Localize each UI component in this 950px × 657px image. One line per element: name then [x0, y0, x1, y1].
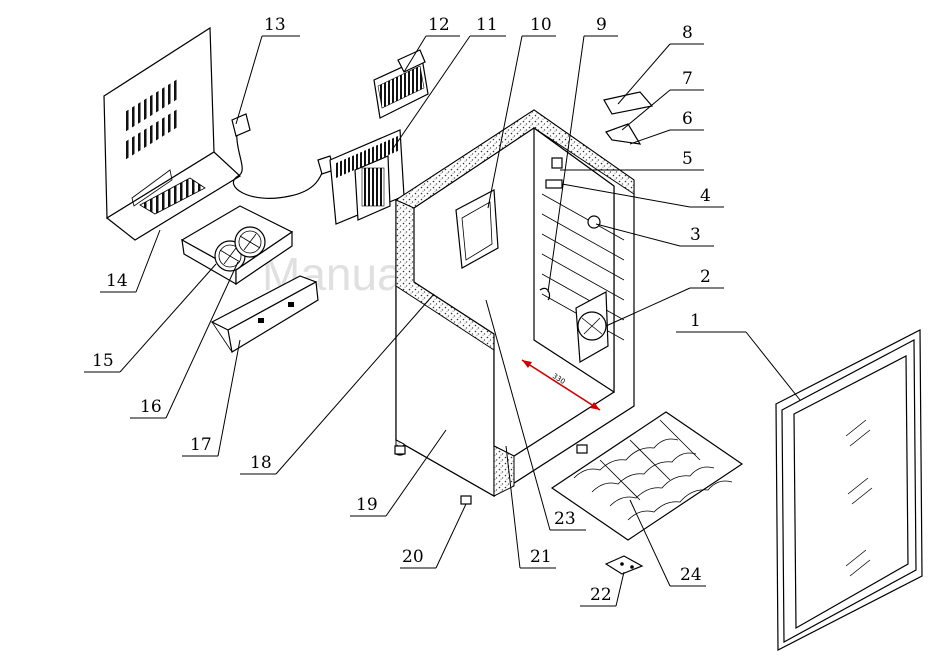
label-21: 21	[530, 547, 552, 567]
label-7: 7	[682, 69, 693, 89]
label-15: 15	[92, 351, 114, 371]
label-2: 2	[700, 267, 711, 287]
top-trims	[604, 92, 652, 144]
hinge	[606, 556, 642, 574]
label-18: 18	[250, 453, 272, 473]
label-9: 9	[596, 15, 607, 35]
label-1: 1	[690, 311, 701, 331]
label-5: 5	[682, 149, 693, 169]
back-panel	[104, 28, 240, 240]
label-14: 14	[106, 271, 128, 291]
label-10: 10	[530, 15, 552, 35]
label-19: 19	[356, 495, 378, 515]
label-13: 13	[264, 15, 286, 35]
control-board	[374, 50, 428, 118]
label-12: 12	[428, 15, 450, 35]
label-4: 4	[700, 186, 711, 206]
glass-door	[776, 330, 922, 650]
label-22: 22	[590, 585, 612, 605]
label-6: 6	[682, 109, 693, 129]
label-8: 8	[682, 23, 693, 43]
power-cable	[232, 114, 334, 198]
heat-sink	[330, 130, 404, 224]
label-24: 24	[680, 565, 702, 585]
label-20: 20	[402, 547, 424, 567]
label-3: 3	[690, 225, 701, 245]
label-17: 17	[190, 435, 212, 455]
cabinet: 330	[395, 110, 634, 504]
label-23: 23	[554, 509, 576, 529]
label-16: 16	[140, 397, 162, 417]
label-11: 11	[476, 15, 498, 35]
